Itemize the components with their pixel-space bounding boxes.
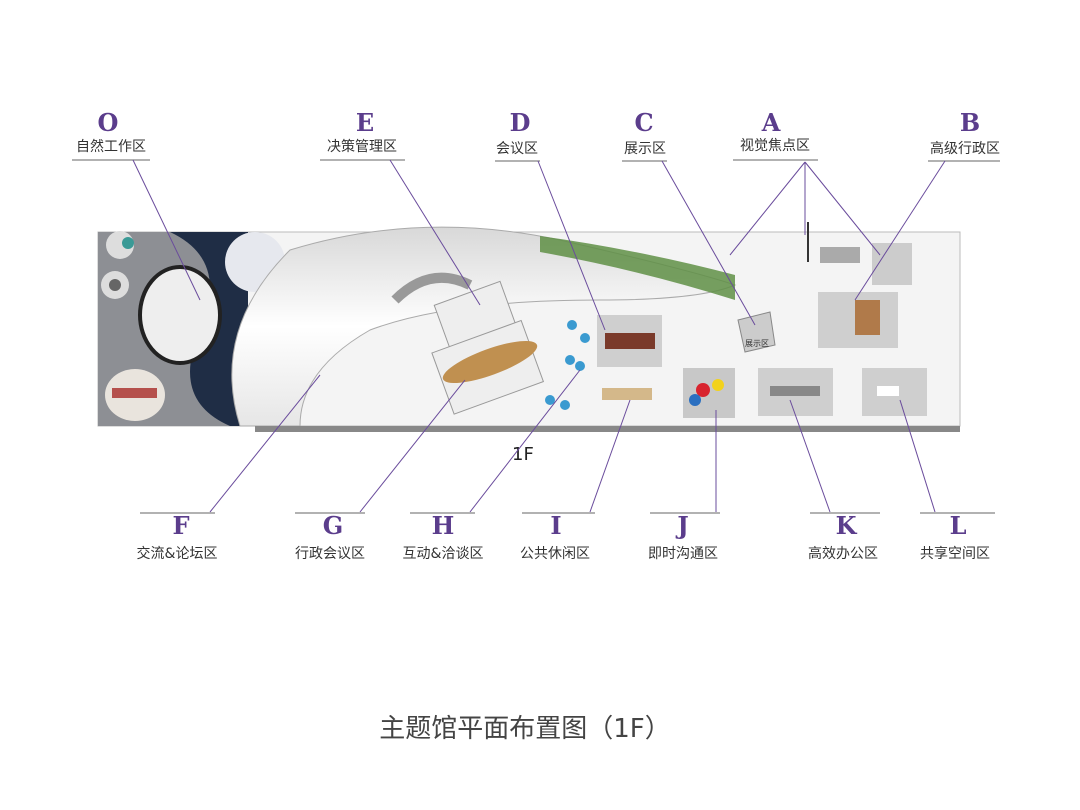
zone-g: G 行政会议区 xyxy=(295,379,466,562)
zone-e: E 决策管理区 xyxy=(320,108,481,306)
floor-label: 1F xyxy=(512,444,534,465)
exhibit-area-inner-label: 展示区 xyxy=(745,339,769,348)
zone-d: D 会议区 xyxy=(495,108,606,331)
floor-plan: 展示区 1F xyxy=(97,222,961,465)
zone-label: 高级行政区 xyxy=(930,140,1000,157)
zone-k: K 高效办公区 xyxy=(789,399,880,562)
zone-l: L 共享空间区 xyxy=(899,399,995,562)
green-planter xyxy=(540,236,735,300)
zone-letter: H xyxy=(432,511,455,540)
meeting-table xyxy=(442,340,538,384)
zone-a: A 视觉焦点区 xyxy=(729,108,881,256)
zone-letter: J xyxy=(675,511,688,540)
zone-b: B 高级行政区 xyxy=(854,108,1000,301)
zone-label: 共享空间区 xyxy=(920,545,990,562)
zone-label: 即时沟通区 xyxy=(648,546,718,562)
zone-letter: E xyxy=(356,108,374,137)
zone-label: 决策管理区 xyxy=(327,138,397,155)
zone-label: 高效办公区 xyxy=(808,545,878,562)
zone-label: 交流&论坛区 xyxy=(137,545,218,562)
zone-label: 互动&洽谈区 xyxy=(403,546,484,562)
zone-label: 公共休闲区 xyxy=(520,546,590,562)
zone-letter: G xyxy=(323,511,344,540)
zone-o: O 自然工作区 xyxy=(72,108,201,301)
zone-label: 展示区 xyxy=(624,141,666,157)
zone-c: C 展示区 xyxy=(622,108,756,326)
zone-label: 行政会议区 xyxy=(295,546,365,562)
round-table xyxy=(138,265,222,365)
zone-letter: B xyxy=(960,108,980,137)
zone-letter: L xyxy=(950,511,967,540)
zone-h: H 互动&洽谈区 xyxy=(403,369,581,562)
zone-letter: O xyxy=(98,108,119,137)
zone-letter: K xyxy=(836,511,858,540)
zone-letter: D xyxy=(510,108,531,137)
zone-letter: I xyxy=(550,511,561,540)
zone-letter: C xyxy=(634,108,653,137)
zone-i: I 公共休闲区 xyxy=(520,399,631,562)
zone-label: 视觉焦点区 xyxy=(740,138,810,154)
zone-letter: F xyxy=(172,511,189,540)
zone-label: 自然工作区 xyxy=(76,138,146,155)
zone-label: 会议区 xyxy=(496,141,538,157)
diagram-caption: 主题馆平面布置图（1F） xyxy=(379,714,671,744)
zone-letter: A xyxy=(761,108,781,137)
zone-j: J 即时沟通区 xyxy=(648,410,720,562)
zone-f: F 交流&论坛区 xyxy=(137,374,321,562)
